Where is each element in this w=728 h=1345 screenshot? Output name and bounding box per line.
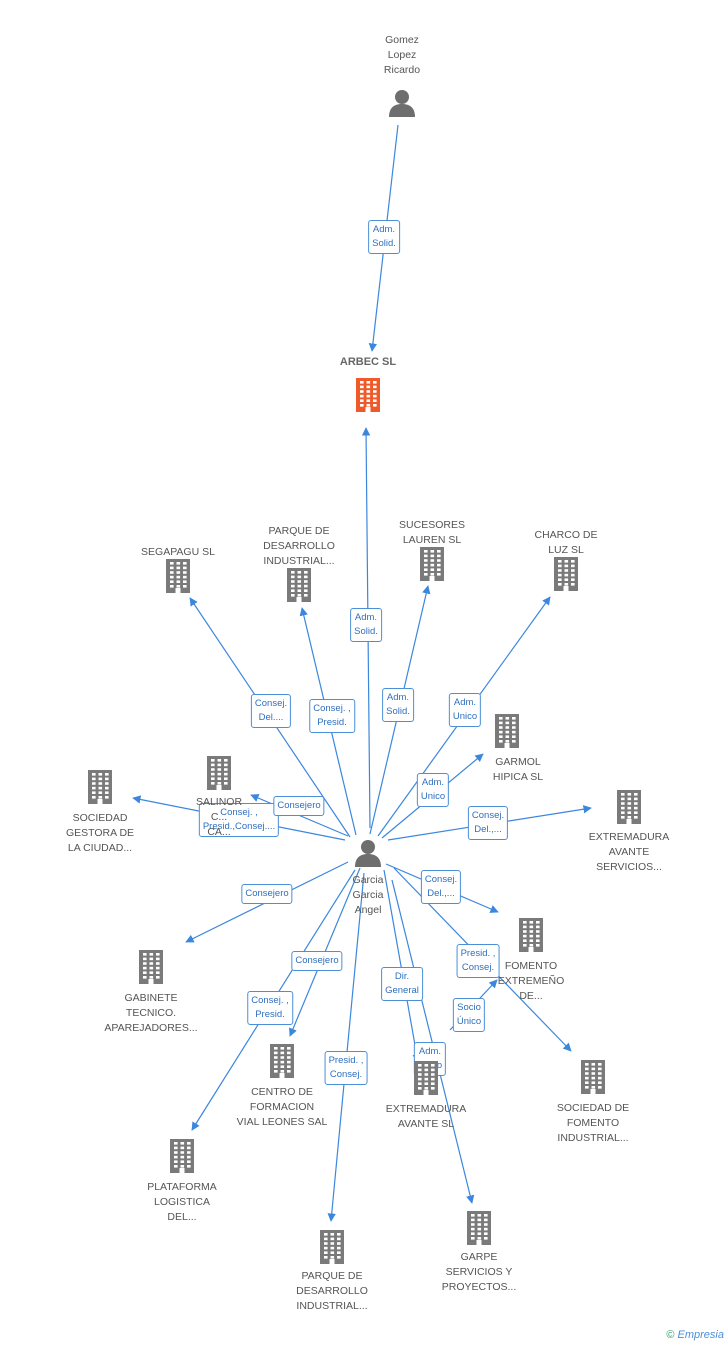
building-icon: [287, 568, 311, 602]
edge-label[interactable]: Presid. , Consej.: [456, 944, 500, 978]
building-icon: [88, 770, 112, 804]
company-label[interactable]: SOCIEDAD GESTORA DE LA CIUDAD...: [65, 812, 135, 854]
company-label[interactable]: PLATAFORMA LOGISTICA DEL...: [147, 1181, 217, 1223]
company-node-extremadura_avante_serv[interactable]: [614, 790, 644, 829]
building-icon: [207, 756, 231, 790]
company-node-sociedad_gestora[interactable]: [85, 770, 115, 809]
company-label[interactable]: GARMOL HIPICA SL: [492, 756, 544, 783]
company-node-charco[interactable]: [551, 557, 581, 596]
building-icon: [270, 1044, 294, 1078]
edge-label[interactable]: Adm. Solid.: [382, 688, 414, 722]
building-icon: [320, 1230, 344, 1264]
company-label[interactable]: SEGAPAGU SL: [141, 546, 215, 558]
edge-label[interactable]: Presid. , Consej.: [324, 1051, 368, 1085]
edge-garcia-garpe: [391, 879, 475, 1204]
edge-garcia-parque2: [327, 872, 365, 1222]
edge-label[interactable]: Consejero: [291, 951, 343, 971]
edge-garcia-extremadura_avante: [383, 869, 421, 1063]
edge-label[interactable]: Consej. , Presid.: [247, 991, 293, 1025]
company-node-plataforma[interactable]: [167, 1139, 197, 1178]
edge-label[interactable]: Consej. Del.,...: [420, 870, 462, 904]
edge-label[interactable]: Adm. Solid.: [350, 608, 382, 642]
building-icon: [519, 918, 543, 952]
company-label[interactable]: CENTRO DE FORMACION VIAL LEONES SAL: [236, 1086, 328, 1128]
person-icon: [389, 90, 415, 117]
person-icon: [355, 840, 381, 867]
edge-label[interactable]: Consejero: [241, 884, 293, 904]
building-icon: [467, 1211, 491, 1245]
building-icon: [356, 378, 380, 412]
company-label[interactable]: PARQUE DE DESARROLLO INDUSTRIAL...: [296, 1270, 368, 1312]
company-node-fomento_extremeno[interactable]: [516, 918, 546, 957]
company-node-salinor[interactable]: [204, 756, 234, 795]
person-label[interactable]: Gomez Lopez Ricardo: [383, 34, 421, 76]
edge-label[interactable]: Consej. Del....: [250, 694, 292, 728]
building-icon: [581, 1060, 605, 1094]
company-label[interactable]: EXTREMADURA AVANTE SERVICIOS...: [588, 831, 670, 873]
copyright-symbol: ©: [666, 1329, 675, 1341]
edge-label[interactable]: Consej. Del.,...: [467, 806, 509, 840]
edge-label[interactable]: Consej. , Presid.,Consej....: [198, 803, 280, 837]
edge-label[interactable]: Adm. Solid.: [368, 220, 400, 254]
company-label[interactable]: GABINETE TECNICO. APAREJADORES...: [104, 992, 198, 1034]
edge-label[interactable]: Consejero: [273, 796, 325, 816]
person-node-gomez[interactable]: [387, 89, 417, 122]
building-icon: [420, 547, 444, 581]
company-label[interactable]: SUCESORES LAUREN SL: [399, 519, 465, 546]
company-node-garpe[interactable]: [464, 1211, 494, 1250]
company-node-gabinete[interactable]: [136, 950, 166, 989]
company-node-garmol[interactable]: [492, 714, 522, 753]
building-icon: [495, 714, 519, 748]
brand-name[interactable]: Empresia: [677, 1329, 724, 1341]
person-label[interactable]: Garcia Garcia Angel: [352, 874, 384, 916]
building-icon: [414, 1061, 438, 1095]
company-label[interactable]: SOCIEDAD DE FOMENTO INDUSTRIAL...: [556, 1102, 630, 1144]
building-icon: [139, 950, 163, 984]
company-label[interactable]: PARQUE DE DESARROLLO INDUSTRIAL...: [263, 525, 335, 567]
company-node-parque2[interactable]: [317, 1230, 347, 1269]
building-icon: [617, 790, 641, 824]
company-label[interactable]: ARBEC SL: [339, 356, 397, 368]
building-icon: [554, 557, 578, 591]
edge-label[interactable]: Adm. Unico: [416, 773, 450, 807]
company-node-parque1[interactable]: [284, 568, 314, 607]
copyright: © Empresia: [666, 1329, 724, 1341]
company-label[interactable]: FOMENTO EXTREMEÑO DE...: [497, 960, 565, 1002]
company-node-extremadura_avante[interactable]: [411, 1061, 441, 1100]
company-node-sucesores[interactable]: [417, 547, 447, 586]
company-label[interactable]: EXTREMADURA AVANTE SL: [385, 1103, 467, 1130]
edge-label[interactable]: Socio Único: [452, 998, 486, 1032]
building-icon: [166, 559, 190, 593]
person-node-garcia[interactable]: [353, 839, 383, 872]
company-node-segapagu[interactable]: [163, 559, 193, 598]
company-label[interactable]: GARPE SERVICIOS Y PROYECTOS...: [441, 1251, 517, 1293]
edge-label[interactable]: Adm. Unico: [448, 693, 482, 727]
company-node-arbec[interactable]: [353, 378, 383, 417]
company-node-centro_formacion[interactable]: [267, 1044, 297, 1083]
edge-label[interactable]: Dir. General: [381, 967, 423, 1001]
company-label[interactable]: CHARCO DE LUZ SL: [534, 529, 598, 556]
company-label[interactable]: SALINOR C... CA...: [195, 796, 243, 838]
company-node-sociedad_fomento[interactable]: [578, 1060, 608, 1099]
edge-label[interactable]: Consej. , Presid.: [309, 699, 355, 733]
building-icon: [170, 1139, 194, 1173]
